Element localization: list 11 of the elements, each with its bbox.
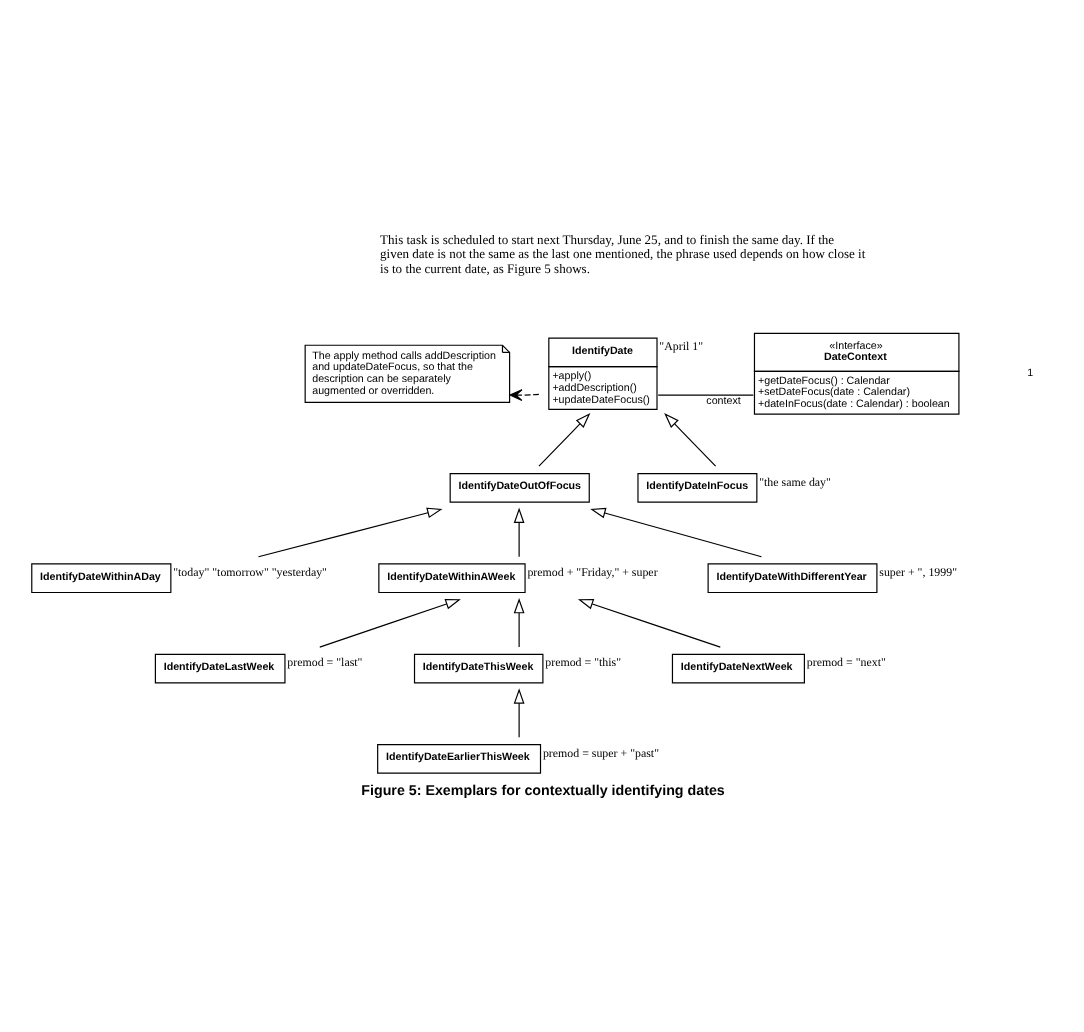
arrow [513, 596, 525, 647]
arrow [319, 598, 461, 647]
arrow [664, 412, 717, 466]
arrow [513, 506, 525, 557]
arrow [513, 687, 525, 737]
arrow [257, 506, 443, 557]
arrow [577, 597, 721, 647]
connector [657, 393, 754, 395]
arrow [509, 388, 540, 401]
arrow [590, 506, 763, 557]
arrow [538, 412, 591, 466]
